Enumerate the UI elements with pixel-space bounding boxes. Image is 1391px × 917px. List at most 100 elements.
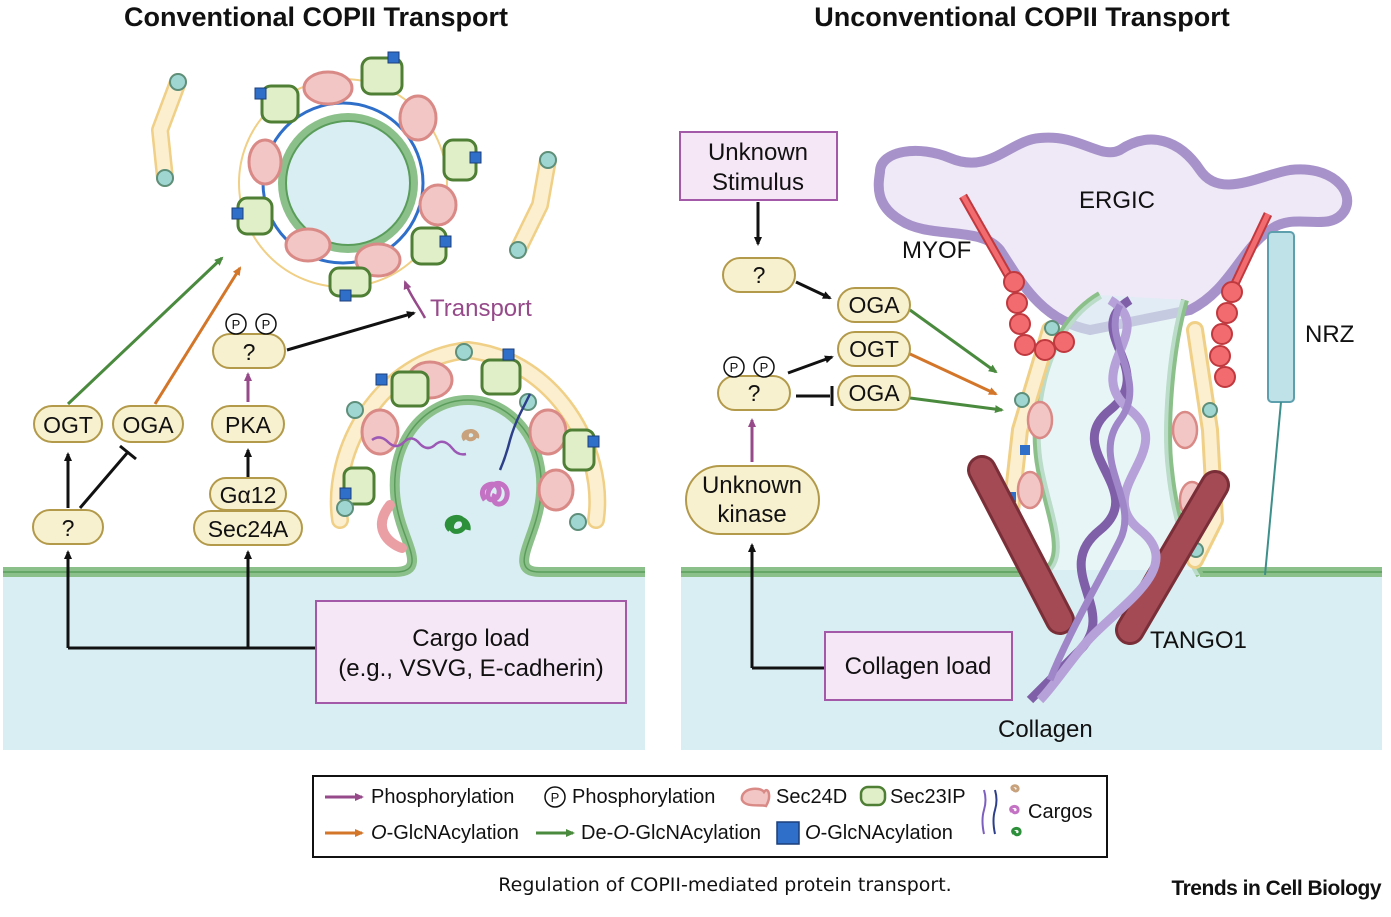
journal-logo-text: Trends in Cell Biology — [1171, 877, 1381, 900]
ogt-oglc-arrow-right — [909, 352, 998, 396]
legend-sec24d-shape — [740, 787, 771, 808]
sec23ip-shape — [480, 358, 522, 396]
svg-text:P: P — [262, 317, 271, 332]
stimulus-line2: Stimulus — [712, 169, 804, 196]
unknown-stimulus-box — [679, 131, 838, 201]
legend-oglc-square — [776, 821, 800, 845]
legend-phospho-mark — [544, 786, 566, 808]
unknown-inhibits-oga — [78, 451, 130, 509]
ogt-pill-left — [33, 405, 103, 443]
collagen-label: Collagen — [998, 716, 1093, 743]
unknown-label-top-left: ? — [243, 339, 256, 365]
svg-text:OGT: OGT — [849, 336, 899, 362]
oga-deglc-arrow-bottom — [909, 396, 1004, 414]
legend-cargos-icon — [981, 784, 1022, 837]
phospho-mark — [723, 356, 745, 378]
legend: Phosphorylation P Phosphorylation Sec24D… — [312, 775, 1108, 858]
unknown-pill-bottom-left — [32, 509, 104, 545]
budding-copii-coat — [329, 340, 607, 553]
phospho-mark — [225, 313, 247, 335]
oglcnac-square — [375, 373, 388, 386]
oglcnac-arrow-left — [153, 266, 242, 405]
cargo-load-line2: (e.g., VSVG, E-cadherin) — [338, 655, 603, 682]
phospho-mark — [753, 356, 775, 378]
right-panel-title: Unconventional COPII Transport — [814, 2, 1230, 32]
cargo-load-box — [315, 600, 627, 704]
svg-text:Unknown: Unknown — [702, 472, 802, 499]
oglcnac-square — [587, 435, 600, 448]
nrz-protein — [1267, 231, 1295, 403]
svg-text:P: P — [232, 317, 241, 332]
figure-caption: Regulation of COPII-mediated protein tra… — [498, 874, 952, 896]
svg-text:OGA: OGA — [848, 292, 900, 318]
svg-text:P: P — [551, 790, 560, 805]
oga-pill-right-bottom — [837, 375, 911, 411]
legend-sec23ip-shape — [859, 785, 887, 807]
oga-deglc-arrow-top — [909, 308, 998, 374]
right-panel: ERGIC TANGO1 — [679, 131, 1382, 750]
cargo-squiggles-left — [371, 393, 532, 534]
myof-label: MYOF — [902, 237, 971, 264]
svg-text:?: ? — [753, 262, 766, 288]
collagen-load-box — [824, 631, 1013, 701]
phospho-mark — [255, 313, 277, 335]
tango1-label: TANGO1 — [1150, 627, 1247, 654]
unknown-pill-right-top — [722, 257, 796, 293]
sec24d-shape — [528, 408, 568, 456]
svg-text:De-O-GlcNAcylation: De-O-GlcNAcylation — [581, 822, 761, 844]
unknown-kinase-pill — [685, 465, 820, 535]
left-panel-title: Conventional COPII Transport — [124, 2, 508, 32]
svg-text:kinase: kinase — [717, 501, 786, 528]
sec31-rods — [151, 73, 557, 259]
er-membrane-left-edge — [3, 399, 645, 573]
sec23ip-shape — [390, 370, 430, 408]
svg-text:Phosphorylation: Phosphorylation — [572, 786, 715, 808]
pka-label: PKA — [225, 412, 272, 438]
oglcnac-square — [502, 348, 515, 361]
oglcnac-square — [339, 487, 352, 500]
ogt-label-left: OGT — [43, 412, 93, 438]
pka-pill — [211, 405, 285, 443]
svg-text:P: P — [730, 360, 739, 375]
unknown-to-oga-arrow — [795, 280, 832, 300]
svg-text:Sec23IP: Sec23IP — [890, 786, 966, 808]
deoglcnac-arrow-left — [66, 256, 224, 406]
sec24d-shape — [537, 468, 575, 512]
sec24d-shape — [360, 408, 400, 456]
svg-text:Cargos: Cargos — [1028, 801, 1092, 823]
collagen-helix — [1026, 296, 1161, 704]
ergic-label: ERGIC — [1079, 187, 1155, 214]
unknown-pill-top-left — [212, 333, 286, 369]
transport-arrow-purple — [403, 280, 427, 319]
transport-arrow-black — [286, 311, 416, 352]
oga-label-left: OGA — [122, 412, 174, 438]
ogt-pill-right — [837, 331, 911, 367]
legend-box — [312, 775, 1108, 858]
svg-text:O-GlcNAcylation: O-GlcNAcylation — [805, 822, 953, 844]
galpha12-label: Gα12 — [220, 482, 277, 508]
svg-text:?: ? — [748, 380, 761, 406]
svg-text:O-GlcNAcylation: O-GlcNAcylation — [371, 822, 519, 844]
svg-text:OGA: OGA — [848, 380, 900, 406]
unknown-to-ogt-arrow — [787, 355, 834, 375]
nrz-label: NRZ — [1305, 321, 1354, 348]
transport-label: Transport — [430, 295, 532, 322]
ergic-compartment — [873, 132, 1352, 336]
stimulus-line1: Unknown — [708, 139, 808, 166]
oga-pill-right-top — [837, 287, 911, 323]
svg-text:P: P — [760, 360, 769, 375]
myof-protein — [959, 193, 1273, 388]
oga-pill-left — [112, 405, 184, 443]
svg-text:Phosphorylation: Phosphorylation — [371, 786, 514, 808]
svg-text:Sec24D: Sec24D — [776, 786, 847, 808]
sec23ip-shape — [562, 428, 596, 472]
svg-text:Collagen load: Collagen load — [845, 653, 992, 680]
unknown-label-bottom-left: ? — [62, 515, 75, 541]
released-copii-vesicle — [231, 51, 482, 302]
left-panel: OGT OGA PKA ? P P ? Gα12 Sec24A Transpor… — [3, 51, 645, 750]
sec24a-label: Sec24A — [208, 516, 289, 542]
cargo-load-line1: Cargo load — [412, 625, 529, 652]
unknown-pill-right-mid — [717, 375, 791, 411]
sec24a-pill — [193, 510, 303, 546]
